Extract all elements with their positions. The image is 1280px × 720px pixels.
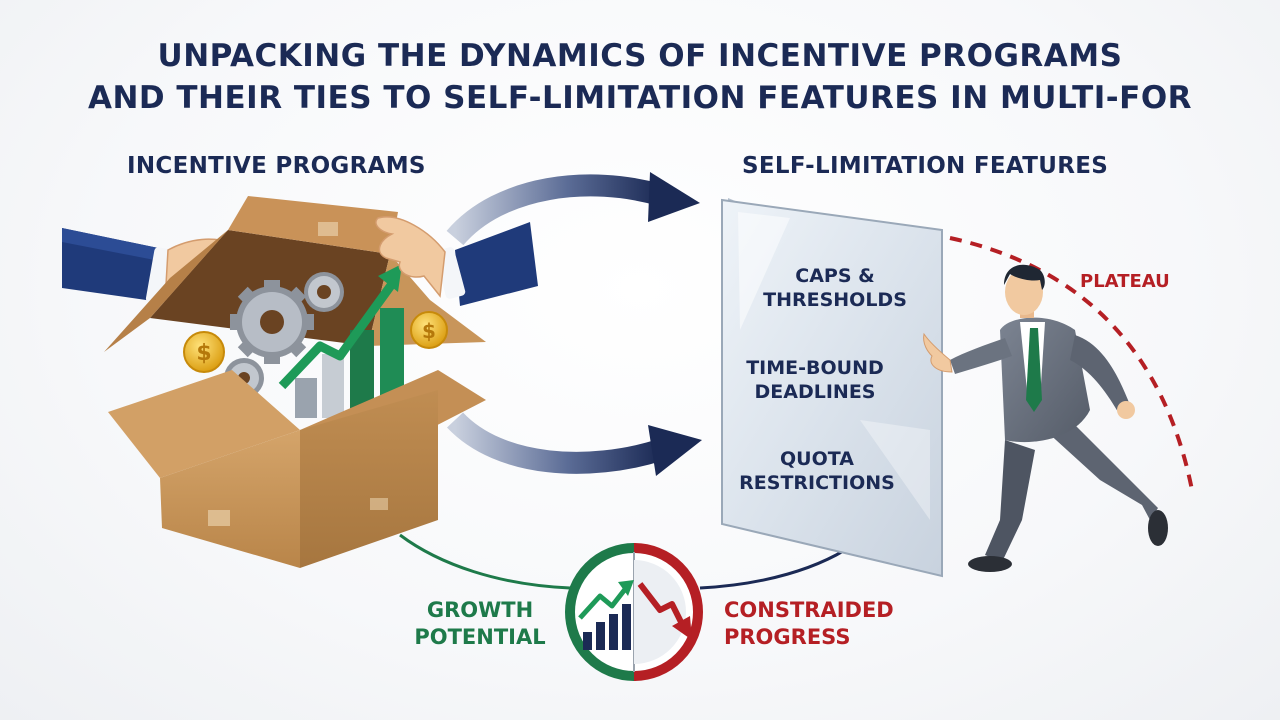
page-title-line-1: UNPACKING THE DYNAMICS OF INCENTIVE PROG… (157, 38, 1123, 74)
growth-label-line: POTENTIAL (414, 625, 546, 649)
feature-caps-thresholds: CAPS & THRESHOLDS (740, 264, 930, 312)
feature-line: THRESHOLDS (763, 289, 907, 311)
self-limitation-heading: SELF-LIMITATION FEATURES (742, 153, 1109, 179)
feature-line: QUOTA (780, 448, 854, 470)
constrained-progress-label: CONSTRAIDED PROGRESS (724, 597, 894, 651)
incentive-programs-heading: INCENTIVE PROGRAMS (127, 153, 426, 179)
feature-line: CAPS & (795, 265, 875, 287)
growth-label-line: GROWTH (426, 598, 534, 622)
top-flow-arrow (446, 172, 700, 246)
gear-icon (230, 280, 314, 364)
feature-time-bound-deadlines: TIME-BOUND DEADLINES (720, 356, 910, 404)
feature-line: DEADLINES (754, 381, 876, 403)
growth-connector (399, 533, 571, 590)
svg-text:$: $ (196, 341, 211, 366)
gear-icon (304, 272, 344, 312)
cardboard-box-front (108, 222, 486, 568)
feature-line: RESTRICTIONS (739, 472, 895, 494)
feature-line: TIME-BOUND (746, 357, 884, 379)
growth-chart-icon (578, 580, 634, 650)
bottom-flow-arrow (446, 412, 702, 476)
growth-potential-label: GROWTH POTENTIAL (410, 597, 550, 651)
coin-icon: $ (410, 311, 448, 349)
glass-panel (721, 198, 943, 578)
constrained-label-line: CONSTRAIDED (724, 598, 894, 622)
page-title-line-2: AND THEIR TIES TO SELF-LIMITATION FEATUR… (87, 80, 1193, 116)
plateau-label: PLATEAU (1080, 271, 1170, 292)
right-hand (375, 216, 538, 306)
businessman-figure (923, 264, 1168, 572)
plateau-curve (949, 236, 1194, 491)
feature-quota-restrictions: QUOTA RESTRICTIONS (722, 447, 912, 495)
constrained-label-line: PROGRESS (724, 625, 851, 649)
growth-arrow-icon (278, 264, 402, 390)
svg-text:$: $ (422, 319, 436, 343)
decline-arrow-icon (637, 582, 692, 640)
coin-icon: $ (183, 331, 225, 373)
